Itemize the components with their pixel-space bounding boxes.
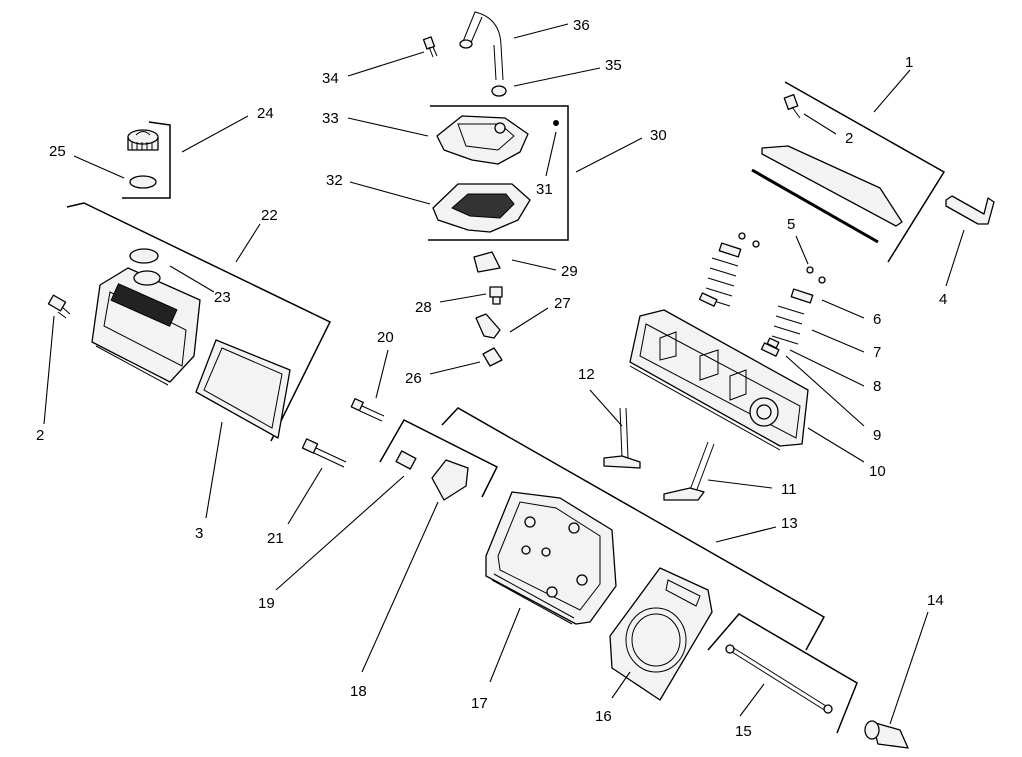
cylinder-head bbox=[485, 491, 617, 625]
screw-2-right bbox=[783, 94, 801, 119]
rocker-plate bbox=[751, 145, 903, 244]
callout-12: 12 bbox=[578, 366, 595, 383]
callout-15: 15 bbox=[735, 723, 752, 740]
callout-36: 36 bbox=[573, 17, 590, 34]
tab-26 bbox=[482, 347, 503, 367]
group-frames bbox=[66, 81, 946, 734]
frame-rocker-arm-group bbox=[784, 81, 946, 263]
clip-27 bbox=[475, 313, 501, 339]
bolt-20 bbox=[350, 398, 385, 422]
callout-11: 11 bbox=[781, 481, 797, 498]
frame-push-rod-group bbox=[707, 613, 858, 734]
callout-13: 13 bbox=[781, 515, 798, 532]
callout-25: 25 bbox=[49, 143, 66, 160]
rocker-stud-19 bbox=[395, 450, 417, 470]
cap-ring bbox=[129, 248, 159, 264]
valve-seal-8 bbox=[766, 337, 780, 349]
valve-cover bbox=[91, 267, 201, 386]
callout-1: 1 bbox=[905, 54, 913, 71]
callout-34: 34 bbox=[322, 70, 339, 87]
callout-29: 29 bbox=[561, 263, 578, 280]
callout-10: 10 bbox=[869, 463, 886, 480]
frame-oil-fill-group bbox=[122, 121, 171, 199]
callout-21: 21 bbox=[267, 530, 284, 547]
callout-17: 17 bbox=[471, 695, 488, 712]
frame-valve-cover-group bbox=[66, 202, 332, 442]
reed-29 bbox=[473, 251, 501, 273]
callout-27: 27 bbox=[554, 295, 571, 312]
valve-springs bbox=[703, 242, 814, 345]
breather-cover bbox=[436, 115, 529, 165]
callout-3: 3 bbox=[195, 525, 203, 542]
valve-11 bbox=[663, 441, 715, 501]
screw-2-left bbox=[47, 294, 71, 319]
valve-cover-gasket bbox=[195, 339, 291, 439]
callout-23: 23 bbox=[214, 289, 231, 306]
callout-7: 7 bbox=[873, 344, 881, 361]
callout-19: 19 bbox=[258, 595, 275, 612]
callout-30: 30 bbox=[650, 127, 667, 144]
breather-ring bbox=[491, 85, 507, 97]
frame-breather-group bbox=[428, 105, 569, 241]
callout-24: 24 bbox=[257, 105, 274, 122]
callout-8: 8 bbox=[873, 378, 881, 395]
callout-32: 32 bbox=[326, 172, 343, 189]
rivet-31 bbox=[553, 120, 559, 126]
callout-6: 6 bbox=[873, 311, 881, 328]
keepers-5 bbox=[738, 232, 826, 284]
callout-20: 20 bbox=[377, 329, 394, 346]
callout-labels: 1 2 2 3 4 5 6 7 8 9 10 11 12 13 14 15 16… bbox=[36, 17, 947, 740]
callout-14: 14 bbox=[927, 592, 944, 609]
leader-lines bbox=[43, 23, 965, 725]
rocker-housing bbox=[629, 309, 809, 451]
callout-2-left: 2 bbox=[36, 427, 44, 444]
frame-cylinder-head-group bbox=[441, 407, 826, 651]
valve-key-left bbox=[698, 292, 718, 307]
oil-fill-cap bbox=[127, 129, 159, 151]
screw-34 bbox=[422, 36, 438, 58]
bolt-21 bbox=[301, 438, 347, 468]
breather-tube bbox=[461, 11, 504, 81]
valve-lifter bbox=[864, 720, 909, 749]
callout-18: 18 bbox=[350, 683, 367, 700]
valve-12 bbox=[603, 407, 641, 469]
callout-2-right: 2 bbox=[845, 130, 853, 147]
callout-9: 9 bbox=[873, 427, 881, 444]
push-rod bbox=[725, 644, 833, 714]
fitting-28 bbox=[489, 286, 503, 305]
callout-26: 26 bbox=[405, 370, 422, 387]
head-gasket bbox=[609, 567, 713, 701]
oil-fill-ring bbox=[129, 175, 157, 189]
callout-28: 28 bbox=[415, 299, 432, 316]
callout-31: 31 bbox=[536, 181, 553, 198]
part-illustrations bbox=[47, 11, 995, 749]
callout-5: 5 bbox=[787, 216, 795, 233]
bracket-4 bbox=[945, 195, 995, 225]
callout-33: 33 bbox=[322, 110, 339, 127]
rocker-arm-18 bbox=[431, 459, 469, 501]
callout-35: 35 bbox=[605, 57, 622, 74]
callout-22: 22 bbox=[261, 207, 278, 224]
callout-4: 4 bbox=[939, 291, 947, 308]
frame-rocker-stud-group bbox=[379, 419, 499, 498]
callout-16: 16 bbox=[595, 708, 612, 725]
